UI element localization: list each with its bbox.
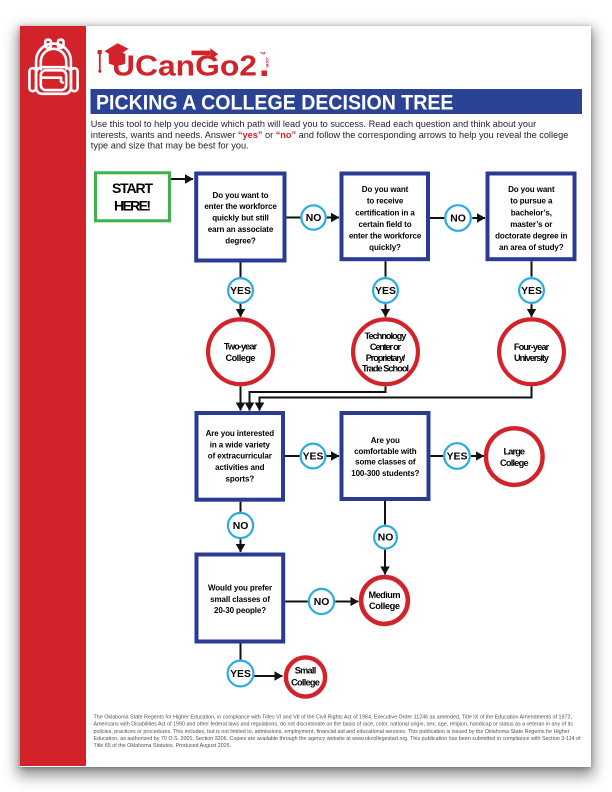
svg-text:Center or: Center or xyxy=(370,342,402,352)
svg-text:of extracurricular: of extracurricular xyxy=(208,452,272,461)
svg-text:NO: NO xyxy=(450,214,466,225)
svg-text:Do you want to: Do you want to xyxy=(213,191,269,200)
svg-text:University: University xyxy=(514,353,550,363)
svg-text:TM: TM xyxy=(260,52,265,56)
svg-text:earn an associate: earn an associate xyxy=(208,225,274,234)
svg-text:policies, practices or procedu: policies, practices or procedures. This … xyxy=(94,729,570,735)
svg-text:Education, as authorized by 70: Education, as authorized by 70 O.S. 2001… xyxy=(94,736,581,742)
svg-text:Small: Small xyxy=(295,666,317,676)
svg-text:sports?: sports? xyxy=(225,474,254,483)
svg-text:NO: NO xyxy=(233,521,249,532)
svg-text:College: College xyxy=(500,458,529,468)
svg-text:master’s or: master’s or xyxy=(510,220,552,229)
svg-text:small classes of: small classes of xyxy=(210,595,270,604)
svg-text:Are you interested: Are you interested xyxy=(206,429,275,438)
svg-text:Trade School: Trade School xyxy=(362,364,409,374)
svg-text:quickly but still: quickly but still xyxy=(212,214,269,223)
svg-text:Title 65 of the Oklahoma Statu: Title 65 of the Oklahoma Statutes. Produ… xyxy=(94,743,232,749)
svg-text:YES: YES xyxy=(521,286,542,297)
svg-text:START: START xyxy=(112,180,153,196)
svg-text:YES: YES xyxy=(230,286,251,297)
svg-text:doctorate degree in: doctorate degree in xyxy=(495,232,568,241)
svg-text:Large: Large xyxy=(504,447,526,457)
svg-text:.com: .com xyxy=(265,57,270,68)
svg-text:Technology: Technology xyxy=(365,331,408,341)
svg-text:an area of study?: an area of study? xyxy=(499,243,564,252)
svg-text:College: College xyxy=(369,601,400,611)
svg-text:College: College xyxy=(291,678,320,688)
svg-text:some classes of: some classes of xyxy=(355,458,416,467)
svg-text:The Oklahoma State Regents for: The Oklahoma State Regents for Higher Ed… xyxy=(94,714,572,720)
svg-text:Four-year: Four-year xyxy=(514,342,550,352)
svg-text:YES: YES xyxy=(447,452,468,463)
svg-text:enter the workforce: enter the workforce xyxy=(349,232,422,241)
svg-text:Do you want: Do you want xyxy=(362,185,409,194)
svg-text:quickly?: quickly? xyxy=(369,243,401,252)
svg-text:Americans with Disabilities Ac: Americans with Disabilities Act of 1990 … xyxy=(94,722,574,728)
svg-text:NO: NO xyxy=(306,213,322,224)
svg-text:enter the workforce: enter the workforce xyxy=(204,202,277,211)
svg-text:Two-year: Two-year xyxy=(224,341,258,351)
svg-text:Medium: Medium xyxy=(369,590,401,600)
svg-text:Are you: Are you xyxy=(371,436,400,445)
svg-text:100-300 students?: 100-300 students? xyxy=(351,469,419,478)
svg-text:Do you want: Do you want xyxy=(508,185,555,194)
svg-text:Proprietary/: Proprietary/ xyxy=(366,353,406,363)
svg-text:Would you prefer: Would you prefer xyxy=(208,584,272,593)
svg-text:NO: NO xyxy=(378,533,394,544)
svg-text:to pursue a: to pursue a xyxy=(510,197,553,206)
svg-text:type and size that may be best: type and size that may be best for you. xyxy=(91,140,249,150)
svg-text:NO: NO xyxy=(314,597,330,608)
svg-text:PICKING A COLLEGE DECISION TRE: PICKING A COLLEGE DECISION TREE xyxy=(96,91,454,115)
svg-text:UCanGo2: UCanGo2 xyxy=(112,50,257,82)
svg-text:certification in a: certification in a xyxy=(355,208,415,217)
svg-text:in a wide variety: in a wide variety xyxy=(210,440,271,449)
svg-text:YES: YES xyxy=(303,452,324,463)
svg-text:YES: YES xyxy=(375,286,396,297)
svg-text:bachelor’s,: bachelor’s, xyxy=(511,208,552,217)
svg-text:College: College xyxy=(225,353,255,363)
svg-text:activities and: activities and xyxy=(215,463,265,472)
svg-text:comfortable with: comfortable with xyxy=(354,447,417,456)
svg-text:to receive: to receive xyxy=(367,197,404,206)
svg-text:HERE!: HERE! xyxy=(114,197,151,213)
svg-text:interests, wants and needs. An: interests, wants and needs. Answer “yes”… xyxy=(91,130,569,140)
svg-text:degree?: degree? xyxy=(225,236,256,245)
svg-text:20-30 people?: 20-30 people? xyxy=(214,606,266,615)
svg-text:Use this tool to help you deci: Use this tool to help you decide which p… xyxy=(91,119,536,129)
svg-text:YES: YES xyxy=(230,669,251,680)
svg-text:certain field to: certain field to xyxy=(358,220,411,229)
